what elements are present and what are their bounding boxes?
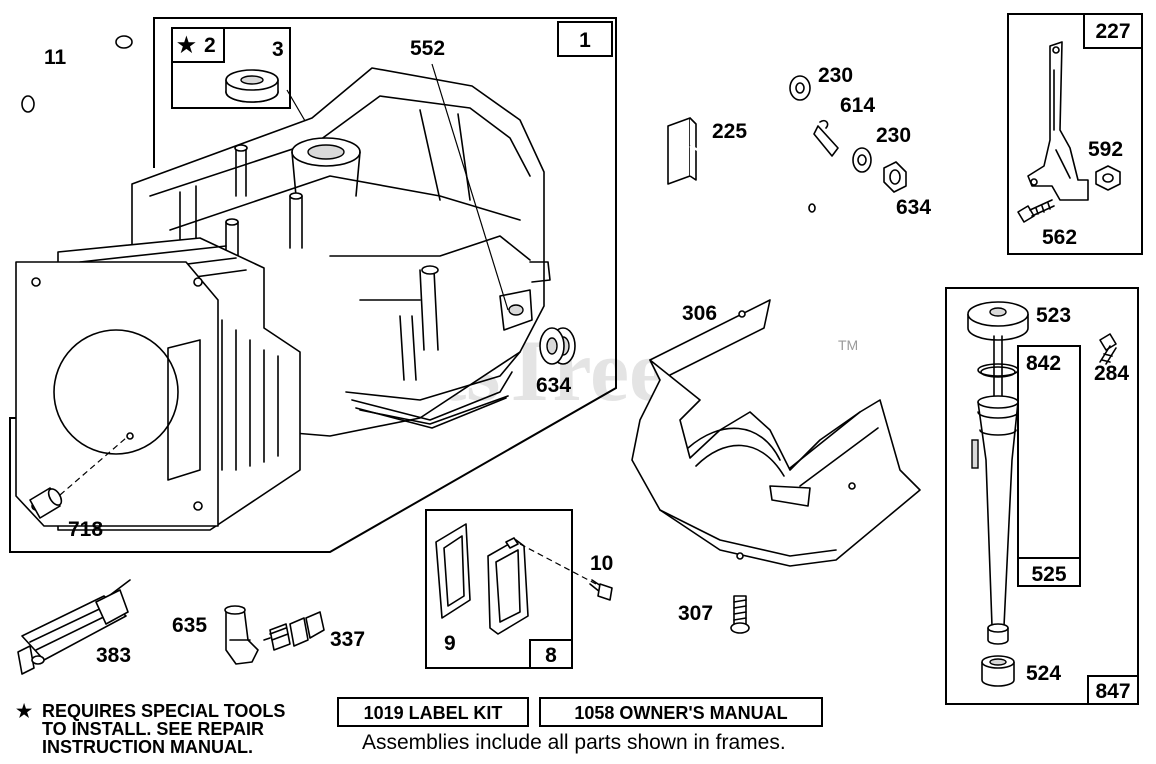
engine-block [15, 67, 551, 531]
label-part-284: 284 [1094, 362, 1129, 385]
pin-614 [813, 119, 839, 157]
label-part-9: 9 [444, 632, 456, 655]
label-kit-text: 1019 LABEL KIT [364, 703, 503, 723]
kit-frame [171, 27, 291, 109]
kit-number-2: 2 [204, 34, 216, 57]
washer-230-top [789, 75, 811, 101]
frame-number-8: 8 [545, 644, 557, 667]
screw-307 [730, 595, 750, 634]
engine-block-frame: 1 ★ 2 3 [9, 17, 617, 553]
footer-note-line2: TO INSTALL. SEE REPAIR [42, 719, 264, 739]
governor-lever-frame: 227 [1007, 13, 1143, 255]
spark-plug-337 [263, 611, 325, 651]
label-part-523: 523 [1036, 304, 1071, 327]
footer-note: ★ REQUIRES SPECIAL TOOLS TO INSTALL. SEE… [16, 701, 285, 757]
gasket-part-552 [351, 371, 513, 429]
breather-frame: 8 [425, 509, 573, 669]
label-part-635: 635 [172, 614, 207, 637]
label-part-634-nut: 634 [896, 196, 931, 219]
label-part-614: 614 [840, 94, 875, 117]
nut-634 [883, 161, 907, 193]
frame-number-1: 1 [579, 29, 591, 52]
frame-number-box [557, 21, 613, 57]
label-part-552: 552 [410, 37, 445, 60]
label-part-337: 337 [330, 628, 365, 651]
label-part-592: 592 [1088, 138, 1123, 161]
footer-note-line1: REQUIRES SPECIAL TOOLS [42, 701, 285, 721]
label-part-230-top: 230 [818, 64, 853, 87]
label-part-383: 383 [96, 644, 131, 667]
owners-manual-box: 1058 OWNER'S MANUAL [539, 697, 823, 727]
frame-number-847: 847 [1095, 680, 1130, 703]
assemblies-note: Assemblies include all parts shown in fr… [362, 731, 786, 754]
label-part-11: 11 [44, 46, 67, 69]
spark-plug-boot-635 [224, 605, 259, 665]
label-part-225: 225 [712, 120, 747, 143]
label-part-524: 524 [1026, 662, 1061, 685]
label-kit-box: 1019 LABEL KIT [337, 697, 529, 727]
cylinder-baffle-306 [631, 299, 921, 567]
label-part-562: 562 [1042, 226, 1077, 249]
label-part-306: 306 [682, 302, 717, 325]
dipstick-frame: 847 525 [945, 287, 1139, 705]
ignition-armature-383 [17, 579, 131, 675]
seal-part-3 [225, 69, 279, 103]
label-part-3: 3 [272, 38, 284, 61]
frame-number-525: 525 [1031, 563, 1066, 586]
label-part-718: 718 [68, 518, 103, 541]
label-part-230-lower: 230 [876, 124, 911, 147]
dowel-pin-718 [29, 487, 63, 519]
frame-number-227: 227 [1095, 20, 1130, 43]
governor-shaft-225 [667, 117, 816, 213]
label-part-842: 842 [1026, 352, 1061, 375]
label-part-634-block: 634 [536, 374, 571, 397]
kit-star-icon: ★ [177, 34, 196, 57]
label-part-307: 307 [678, 602, 713, 625]
watermark-trademark: TM [838, 337, 858, 353]
kit-number-box [171, 27, 225, 63]
seal-part-634-block [539, 327, 576, 365]
leader-552 [431, 63, 509, 311]
footer-star-icon: ★ [16, 701, 33, 721]
owners-manual-text: 1058 OWNER'S MANUAL [574, 703, 787, 723]
label-part-10: 10 [590, 552, 613, 575]
washer-230-lower [852, 147, 872, 173]
breather-tube-11 [21, 35, 133, 113]
footer-note-line3: INSTRUCTION MANUAL. [42, 737, 253, 757]
screw-10 [589, 579, 613, 601]
screw-284 [1099, 333, 1117, 365]
